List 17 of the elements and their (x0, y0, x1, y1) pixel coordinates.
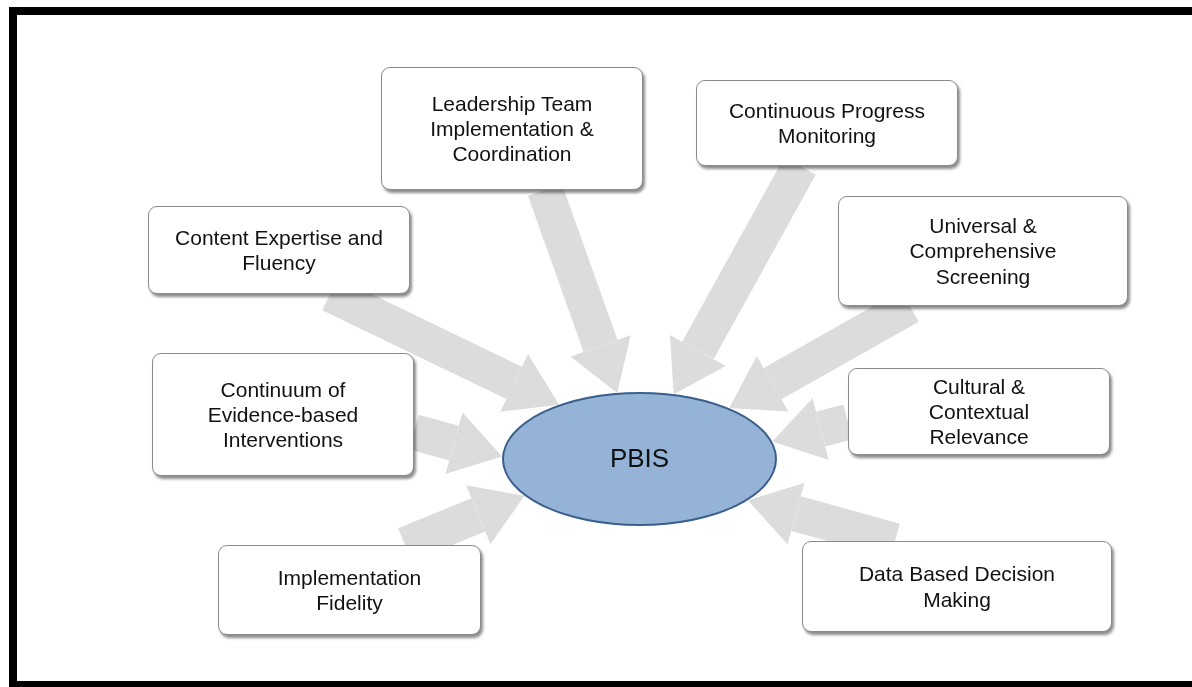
topic-label: Data Based Decision Making (857, 561, 1057, 612)
topic-box (381, 67, 643, 190)
topic-label: Universal & Comprehensive Screening (908, 213, 1058, 289)
topic-label: Cultural & Contextual Relevance (927, 373, 1031, 450)
topic-box (152, 353, 414, 476)
topic-box (148, 206, 410, 294)
topic-label: Continuous Progress Monitoring (727, 97, 927, 149)
topic-box (848, 368, 1110, 455)
topic-box (838, 196, 1128, 306)
topic-label: Leadership Team Implementation & Coordination (429, 90, 595, 167)
topic-box (802, 541, 1112, 632)
center-label: PBIS (609, 443, 670, 475)
topic-label: Implementation Fidelity (276, 564, 423, 616)
topic-label: Content Expertise and Fluency (174, 224, 384, 276)
topic-box (218, 545, 481, 635)
topic-box (696, 80, 958, 166)
topic-label: Continuum of Evidence-based Interventions (206, 376, 360, 453)
